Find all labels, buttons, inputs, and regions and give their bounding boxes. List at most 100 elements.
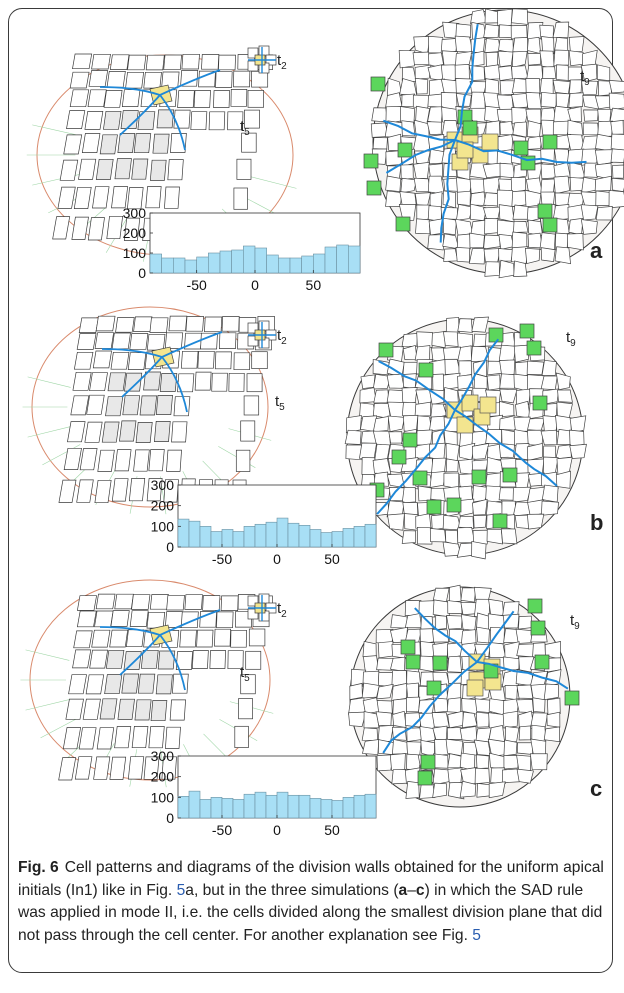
cell bbox=[238, 698, 253, 720]
cell bbox=[390, 656, 407, 673]
panel-letter-b: b bbox=[590, 510, 604, 535]
cell bbox=[401, 530, 417, 544]
cell bbox=[208, 111, 226, 131]
y-tick-label: 200 bbox=[123, 225, 147, 241]
cell bbox=[484, 38, 501, 53]
division-wall-line bbox=[376, 409, 456, 515]
cell bbox=[171, 421, 188, 443]
cell bbox=[472, 498, 488, 516]
bar bbox=[149, 253, 162, 274]
cell bbox=[429, 528, 447, 543]
cell bbox=[375, 711, 392, 727]
cell bbox=[511, 77, 528, 94]
caption-link-fig5-second[interactable]: 5 bbox=[472, 926, 481, 944]
cell bbox=[541, 484, 559, 503]
cell bbox=[511, 65, 529, 80]
cell bbox=[84, 421, 103, 443]
cell bbox=[485, 485, 503, 504]
cell bbox=[362, 739, 380, 755]
bar bbox=[331, 800, 344, 819]
cell bbox=[155, 395, 173, 415]
cell bbox=[497, 8, 513, 26]
cell bbox=[540, 375, 558, 391]
green-cell bbox=[378, 342, 394, 358]
cell bbox=[428, 218, 443, 236]
cell bbox=[542, 66, 557, 82]
y-tick-label: 300 bbox=[123, 205, 147, 221]
cell bbox=[473, 586, 492, 602]
cell bbox=[472, 529, 489, 545]
cell bbox=[429, 415, 447, 432]
cell bbox=[516, 643, 535, 658]
cell bbox=[488, 781, 506, 799]
cell bbox=[553, 49, 570, 67]
green-cell bbox=[418, 362, 434, 378]
cell bbox=[457, 526, 476, 544]
green-cell bbox=[542, 134, 558, 150]
cell-dome bbox=[363, 8, 624, 279]
cell bbox=[114, 593, 134, 610]
cell bbox=[154, 421, 171, 442]
division-wall-line bbox=[159, 609, 221, 636]
cell bbox=[230, 89, 248, 107]
bar bbox=[210, 531, 223, 548]
guide-line bbox=[42, 444, 81, 466]
cell bbox=[233, 352, 251, 371]
cell bbox=[247, 60, 259, 72]
cell bbox=[581, 80, 599, 96]
cell bbox=[442, 217, 457, 236]
green-cell bbox=[363, 153, 379, 169]
cell bbox=[63, 134, 83, 155]
cell bbox=[93, 756, 111, 780]
cell bbox=[204, 316, 223, 333]
x-tick-label: 0 bbox=[273, 551, 281, 567]
bar bbox=[278, 257, 291, 274]
cell bbox=[432, 782, 447, 799]
cell bbox=[99, 698, 118, 720]
y-tick-label: 100 bbox=[151, 518, 175, 534]
cell bbox=[582, 122, 600, 136]
cell bbox=[498, 204, 515, 223]
bar bbox=[353, 526, 366, 548]
cell bbox=[414, 192, 432, 207]
cell bbox=[539, 232, 556, 250]
cell bbox=[387, 513, 405, 531]
cell bbox=[446, 615, 463, 630]
guide-line bbox=[25, 649, 70, 661]
cell bbox=[569, 429, 585, 447]
cell bbox=[455, 204, 474, 221]
cell bbox=[510, 24, 528, 40]
cell bbox=[471, 316, 489, 333]
green-cell bbox=[532, 395, 548, 411]
cell bbox=[143, 71, 162, 89]
time-label-t9: t9 bbox=[580, 68, 590, 88]
cell bbox=[447, 781, 465, 800]
cell bbox=[194, 371, 212, 391]
cell bbox=[69, 89, 90, 108]
green-cell bbox=[426, 499, 442, 515]
cell bbox=[111, 478, 129, 502]
cell bbox=[372, 458, 392, 475]
cell bbox=[456, 233, 472, 250]
cell bbox=[251, 351, 268, 369]
division-wall-line bbox=[454, 409, 558, 487]
caption-link-fig5[interactable]: 5 bbox=[176, 881, 186, 899]
cell bbox=[609, 107, 624, 124]
cell bbox=[89, 649, 109, 669]
cell bbox=[134, 699, 152, 721]
division-wall-line bbox=[99, 86, 161, 96]
yellow-cell bbox=[479, 396, 497, 414]
cell bbox=[427, 106, 444, 124]
cell bbox=[497, 50, 514, 68]
time-label-t2: t2 bbox=[277, 52, 287, 72]
cell bbox=[597, 108, 612, 123]
green-cell bbox=[537, 203, 553, 219]
bar bbox=[243, 793, 256, 819]
panel-letter-a: a bbox=[590, 238, 603, 263]
cell bbox=[99, 134, 118, 155]
caption-bold-c: c bbox=[415, 881, 425, 899]
cell bbox=[608, 79, 624, 94]
